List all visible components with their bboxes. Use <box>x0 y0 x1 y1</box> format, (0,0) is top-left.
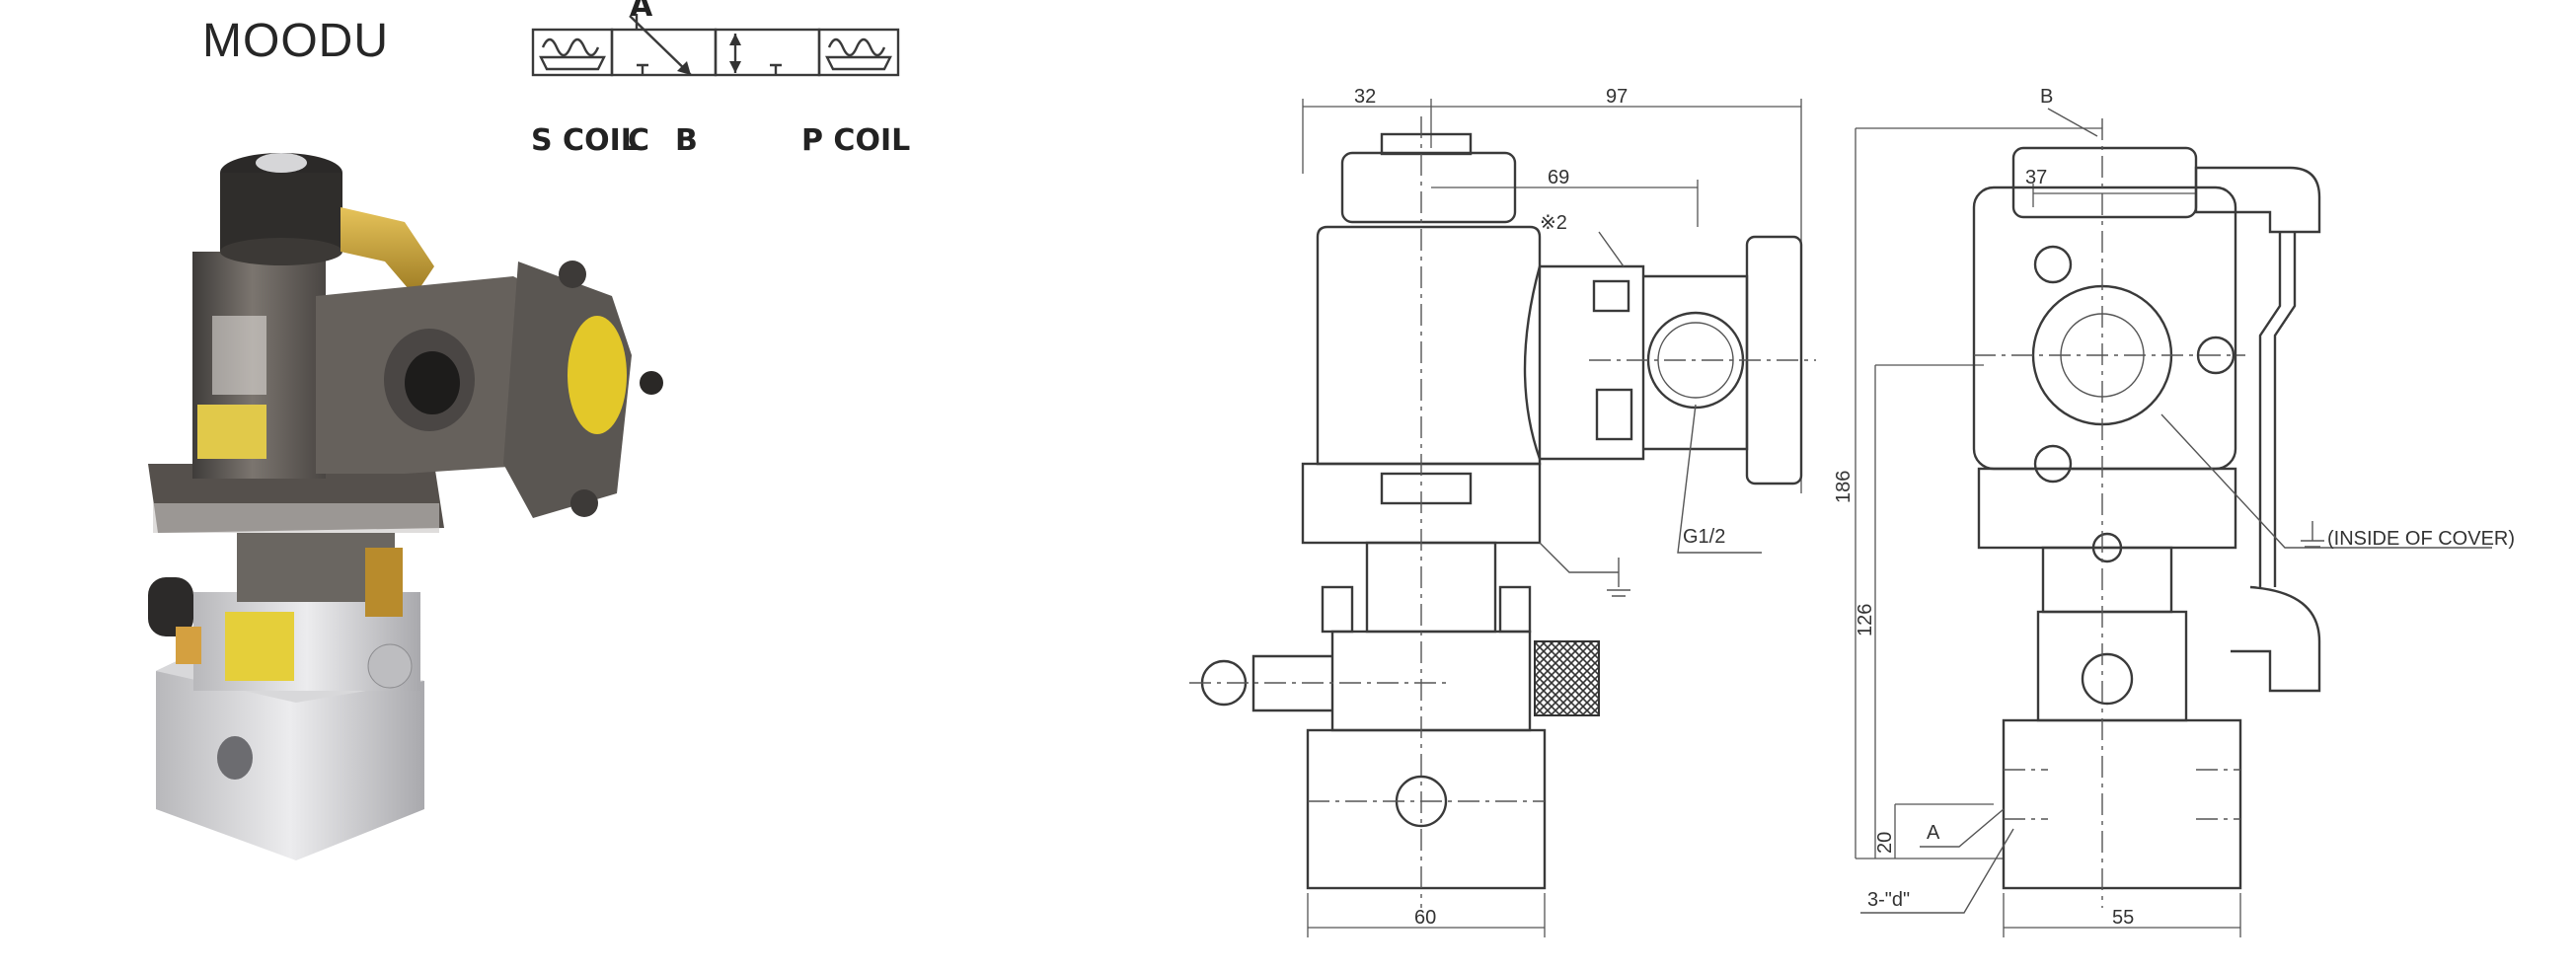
front-solenoid-housing <box>1316 225 1542 466</box>
side-ground-note: (INSIDE OF COVER) <box>2327 528 2515 550</box>
side-hole-note: 3-"d" <box>1867 889 1910 911</box>
symbol-b-label: B <box>675 123 698 158</box>
side-port-b: B <box>2040 86 2053 108</box>
solenoid-yellow-label <box>197 405 266 459</box>
front-port-label: G1/2 <box>1683 526 1725 548</box>
valve-symbol: A S COIL C B P COIL <box>531 0 910 158</box>
left-coil-icon <box>539 55 606 71</box>
side-bolt-1 <box>2033 245 2073 284</box>
brass-fitting-lower <box>365 548 403 617</box>
side-base-block <box>2002 718 2242 890</box>
side-dim-20: 20 <box>1874 832 1896 854</box>
right-solenoid-box <box>817 28 900 77</box>
pilot-port <box>367 643 413 689</box>
base-port-hole <box>217 736 253 780</box>
side-flange <box>1977 467 2237 550</box>
pilot-yellow-label <box>225 612 294 681</box>
side-dim-55: 55 <box>2112 907 2134 929</box>
t-port-block <box>770 63 782 75</box>
side-connector <box>148 577 193 636</box>
side-view-drawing: 186 126 20 B 37 <box>1833 86 2515 937</box>
side-bolt-2 <box>2196 336 2235 375</box>
valve-box-left <box>610 28 718 77</box>
left-spring-icon <box>541 37 600 57</box>
front-base-block <box>1306 728 1547 890</box>
side-dim-126: 126 <box>1855 604 1876 636</box>
side-port-a: A <box>1927 822 1940 844</box>
side-body <box>1972 186 2237 471</box>
symbol-s-coil-label: S COIL <box>531 123 640 158</box>
c-port-block <box>637 63 648 75</box>
right-coil-icon <box>825 55 892 71</box>
symbol-p-coil-label: P COIL <box>801 123 910 158</box>
front-pilot-block <box>1330 630 1532 732</box>
side-pilot-port <box>2081 652 2134 706</box>
knurled-knob <box>1534 640 1600 716</box>
base-block <box>156 651 424 860</box>
valve-box-right <box>714 28 821 77</box>
front-dim-60: 60 <box>1414 907 1436 929</box>
nameplate <box>212 316 266 395</box>
g12-port-hole <box>405 351 460 414</box>
front-ground-icon <box>1539 542 1630 597</box>
product-photo <box>148 153 663 860</box>
front-dim-69: 69 <box>1548 167 1569 188</box>
symbol-c-label: C <box>628 123 649 158</box>
side-ground-icon <box>2301 521 2324 548</box>
front-note-mark: ※2 <box>1540 212 1567 234</box>
side-elbow-fitting <box>2194 166 2321 234</box>
flow-arrow-a-b <box>629 15 692 76</box>
product-title: MOODU <box>202 15 389 67</box>
side-dim-37: 37 <box>2025 167 2047 188</box>
front-view-drawing: 32 97 69 <box>1189 86 1816 937</box>
side-bolt-3 <box>2033 444 2073 484</box>
side-dim-186: 186 <box>1833 471 1855 503</box>
cap-screw <box>256 153 307 173</box>
symbol-port-a: A <box>630 0 653 24</box>
front-dim-97: 97 <box>1606 86 1628 108</box>
brass-elbow-fitting <box>341 207 434 296</box>
cover-yellow-label <box>568 316 627 434</box>
side-pilot-tube <box>2258 232 2282 587</box>
right-spring-icon <box>827 37 886 57</box>
front-dim-32: 32 <box>1354 86 1376 108</box>
ground-screw <box>640 371 663 395</box>
